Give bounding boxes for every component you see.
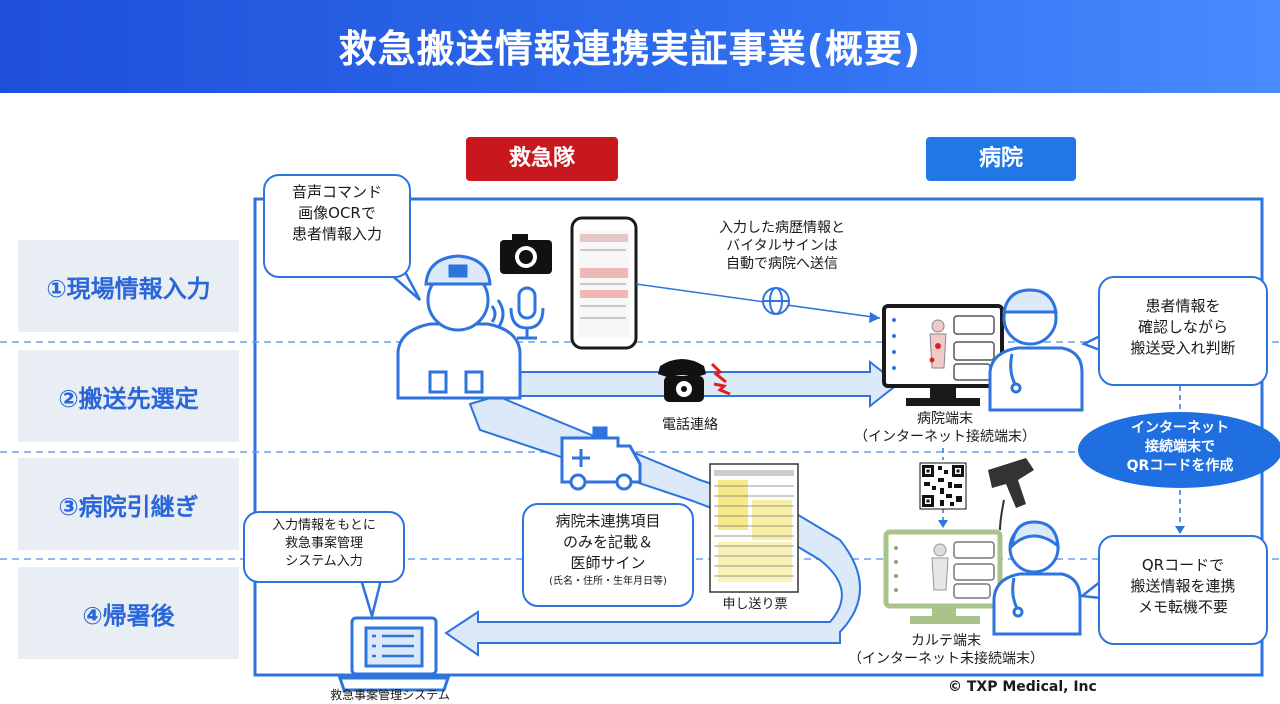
microphone-icon: [509, 286, 545, 340]
step-1-label: ①現場情報入力: [18, 240, 239, 332]
nurse-icon: [992, 520, 1082, 636]
doctor-icon: [988, 288, 1084, 412]
ems-system-label: 救急事案管理システム: [330, 688, 450, 702]
auto-send-line: [635, 283, 881, 319]
camera-icon: [500, 234, 552, 274]
hospital-terminal-label: 病院端末（インターネット接続端末）: [854, 411, 1036, 445]
globe-icon: [762, 287, 790, 315]
ems-system-input-bubble: 入力情報をもとに救急事案管理システム入力: [243, 511, 405, 583]
phone-label: 電話連絡: [662, 417, 718, 433]
auto-send-label: 入力した病歴情報とバイタルサインは自動で病院へ送信: [719, 220, 845, 272]
karte-terminal-label: カルテ端末（インターネット未接続端末）: [848, 633, 1044, 667]
qr-link-bubble: QRコードで搬送情報を連携メモ転機不要: [1098, 535, 1268, 645]
handover-sheet-icon: [709, 463, 799, 593]
hospital-confirm-bubble: 患者情報を確認しながら搬送受入れ判断: [1098, 276, 1268, 386]
hospital-monitor-icon: [882, 304, 1004, 406]
handover-items-bubble: 病院未連携項目のみを記載＆医師サイン (氏名・住所・生年月日等): [522, 503, 694, 607]
role-ems-label: 救急隊: [466, 137, 618, 181]
copyright-text: © TXP Medical, Inc: [948, 679, 1097, 695]
barcode-scanner-icon: [988, 458, 1034, 531]
ambulance-icon: [560, 426, 642, 491]
qr-code-icon: [919, 462, 967, 510]
laptop-icon: [337, 616, 451, 692]
header-bar: [0, 0, 1280, 93]
role-hospital-label: 病院: [926, 137, 1076, 181]
voice-ocr-bubble: 音声コマンド画像OCRで患者情報入力: [263, 174, 411, 278]
step-2-label: ②搬送先選定: [18, 350, 239, 442]
telephone-icon: [658, 359, 731, 402]
handover-sheet-label: 申し送り票: [722, 597, 788, 612]
step-3-label: ③病院引継ぎ: [18, 458, 239, 550]
karte-monitor-icon: [883, 529, 1003, 624]
page-title: 救急搬送情報連携実証事業(概要): [338, 27, 922, 71]
smartphone-icon: [570, 216, 638, 350]
step-4-label: ④帰署後: [18, 567, 239, 659]
paramedic-icon: [396, 254, 522, 400]
